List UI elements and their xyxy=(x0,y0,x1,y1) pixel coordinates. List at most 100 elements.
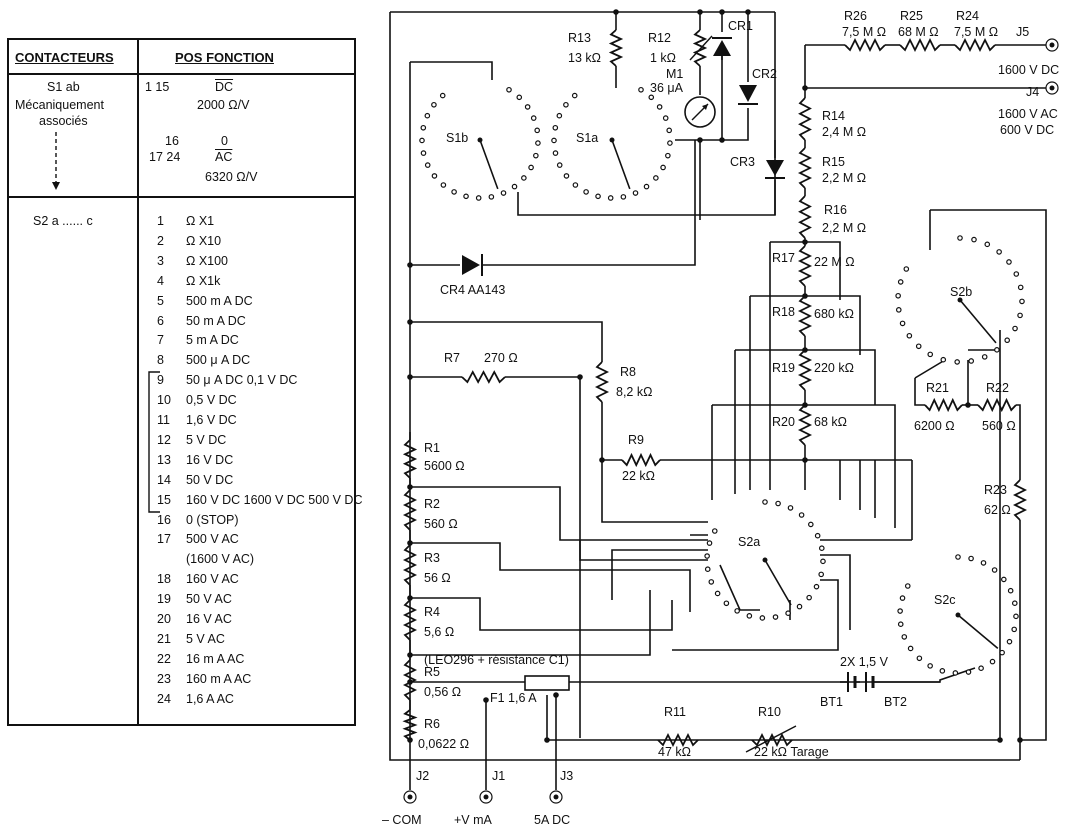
s2-position-function: 50 μ A DC 0,1 V DC xyxy=(186,373,298,388)
switch-s2a-contact xyxy=(708,579,715,585)
switch-s1a-contact xyxy=(632,190,639,196)
switch-s2b-pivot xyxy=(957,297,963,303)
switch-s2c-contact xyxy=(897,608,903,614)
switch-s2a-contact xyxy=(818,545,825,551)
switch-s2b-contact xyxy=(957,235,963,241)
s2-position-number: 6 xyxy=(157,313,164,328)
label-r6: R6 xyxy=(424,717,440,731)
switch-s2a-contact xyxy=(798,512,805,518)
switch-s1b-contact xyxy=(451,189,457,195)
r10-variable-arrow xyxy=(745,725,797,753)
label-r5-value: 0,56 Ω xyxy=(424,685,461,699)
header-contacteurs: CONTACTEURS xyxy=(15,50,114,65)
switch-s2c-contact xyxy=(968,555,974,562)
switch-s1a-contact xyxy=(563,173,570,179)
junction-dots xyxy=(407,9,1023,743)
switch-s1a xyxy=(551,86,673,201)
resistor-r6 xyxy=(402,709,418,741)
switch-s2c-contact xyxy=(965,669,972,675)
switch-s2b-contact xyxy=(906,332,913,339)
label-r12-value: 1 kΩ xyxy=(650,51,676,65)
junction-dot xyxy=(719,9,725,15)
switch-s2b-contact xyxy=(971,236,977,243)
switch-s1b-wiper xyxy=(479,139,499,190)
s2-position-function: 500 μ A DC xyxy=(186,353,251,368)
label-r23-value: 62 Ω xyxy=(984,503,1011,517)
label-cr1: CR1 xyxy=(728,19,753,33)
s2-position-function: 16 V AC xyxy=(186,612,232,626)
switch-s2b-contact xyxy=(994,347,1000,353)
switch-s2c-contact xyxy=(980,560,987,566)
switch-s2c-contact xyxy=(907,645,914,652)
junction-dot xyxy=(965,402,971,408)
label-r2-value: 560 Ω xyxy=(424,517,458,531)
resistor-r3 xyxy=(402,544,418,586)
label-r24-value: 7,5 M Ω xyxy=(954,25,998,39)
s2-position-number: 1 xyxy=(157,214,164,228)
s2-position-function: 500 V AC xyxy=(186,532,239,547)
label-r5: R5 xyxy=(424,665,440,679)
resistor-r11 xyxy=(657,732,699,748)
junction-dot xyxy=(407,595,413,601)
switch-s1b-contact xyxy=(506,86,512,93)
switch-s1b-contact xyxy=(511,183,518,190)
s2-position-number: 3 xyxy=(157,253,164,268)
label-r13-value: 13 kΩ xyxy=(568,51,601,65)
switch-s1a-contact xyxy=(607,195,614,201)
s2-position-function: 160 V DC 1600 V DC 500 V DC xyxy=(186,492,363,507)
fuse-element xyxy=(524,675,570,691)
switch-s1b xyxy=(419,86,541,201)
label-r12: R12 xyxy=(648,31,671,45)
s1-row1-fn-line2: 2000 Ω/V xyxy=(197,98,250,112)
label-r10-value: 22 kΩ Tarage xyxy=(754,745,829,759)
s2-position-number: 10 xyxy=(157,393,171,408)
switch-s2a-contact xyxy=(820,558,826,565)
label-r2: R2 xyxy=(424,497,440,511)
label-r21-value: 6200 Ω xyxy=(914,419,955,433)
switch-s2a-contact xyxy=(772,614,779,620)
label-r17-value: 22 M Ω xyxy=(814,255,855,269)
switch-s2a-contact xyxy=(806,594,812,601)
switch-s1a-contact xyxy=(620,194,627,200)
junction-dot xyxy=(577,374,583,380)
switch-s2b-contact xyxy=(895,307,902,313)
switch-s2c-contact xyxy=(1011,600,1018,606)
s1-dashed-arrow xyxy=(52,132,60,190)
s2-position-number: 22 xyxy=(157,651,171,666)
label-j4-value-2: 600 V DC xyxy=(1000,123,1054,137)
switch-s1b-contact xyxy=(534,127,540,134)
diode-cr4 xyxy=(462,254,483,276)
s2-position-number: 7 xyxy=(157,333,164,348)
switch-s2c-pivot xyxy=(955,612,961,618)
switch-s2c-contact xyxy=(1011,626,1017,633)
jack-j4 xyxy=(1045,81,1059,95)
junction-dot xyxy=(697,9,703,15)
resistor-r13 xyxy=(608,29,624,67)
label-r25-value: 68 M Ω xyxy=(898,25,939,39)
s2-position-function: (1600 V AC) xyxy=(186,552,255,567)
label-f1: F1 1,6 A xyxy=(490,691,537,705)
s1-row2-pos2: 17 24 xyxy=(149,150,181,164)
resistor-r21 xyxy=(924,397,963,413)
switch-s2b-contact xyxy=(1017,284,1024,291)
label-s2a: S2a xyxy=(738,535,760,549)
switch-s1a-contact xyxy=(563,101,569,108)
switch-s2c-contact xyxy=(1013,613,1019,620)
label-r11: R11 xyxy=(664,705,686,719)
label-j3: J3 xyxy=(560,769,573,783)
switch-s2a-contact xyxy=(704,553,710,559)
s2-position-function: 16 m A AC xyxy=(186,651,245,666)
diode-cr3 xyxy=(765,160,785,179)
resistor-r2 xyxy=(402,489,418,531)
s1-row1-pos: 1 15 xyxy=(145,80,170,94)
switch-s2a-wiper xyxy=(764,559,792,606)
switch-s1a-contact xyxy=(648,94,655,101)
s2-position-function: 1,6 A AC xyxy=(186,691,234,706)
s2-position-number: 12 xyxy=(157,432,171,447)
s2-position-number: 20 xyxy=(157,612,171,626)
switch-s2b-contact xyxy=(1004,337,1010,344)
jack-j2 xyxy=(403,790,417,804)
label-r4-value: 5,6 Ω xyxy=(424,625,454,639)
switch-s1a-contact xyxy=(556,112,563,119)
